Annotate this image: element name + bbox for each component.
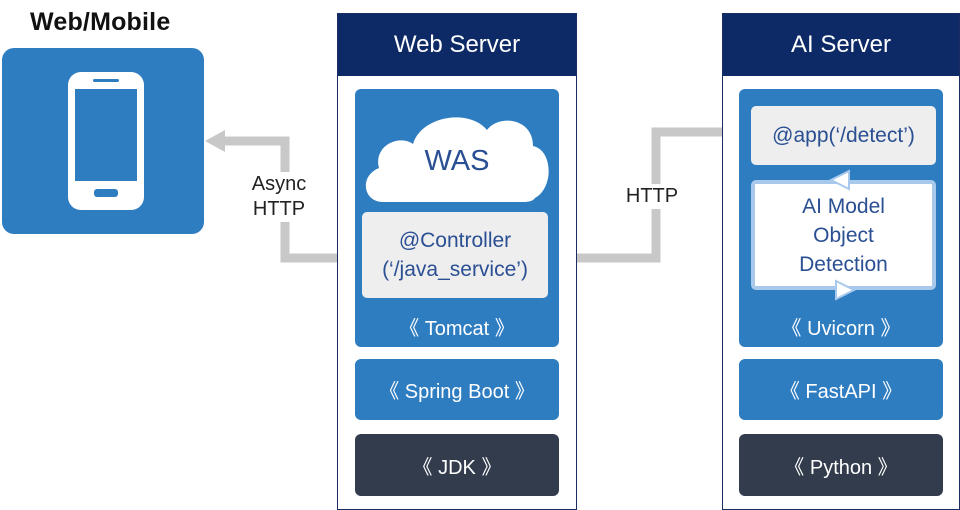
controller-line: @Controller: [398, 229, 512, 252]
model-line: Detection: [799, 252, 888, 276]
python-box: 《 Python 》: [739, 434, 943, 496]
triangle-left-icon: [828, 169, 850, 191]
model-line: AI Model: [802, 194, 885, 218]
client-card: [2, 48, 204, 234]
mobile-phone-icon: [68, 72, 144, 210]
was-cloud: [365, 117, 549, 202]
cloud-icon: [365, 117, 549, 202]
spring-boot-box: 《 Spring Boot 》: [355, 359, 559, 420]
detect-endpoint-box: @app(‘/detect’): [751, 106, 936, 165]
async-http-label: Async HTTP: [240, 172, 318, 222]
triangle-right-icon: [835, 279, 857, 301]
arrowhead-left: [205, 130, 225, 152]
fastapi-box: 《 FastAPI 》: [739, 359, 943, 420]
tomcat-label: 《 Tomcat 》: [399, 317, 515, 340]
edge-label-line: Async: [251, 173, 307, 195]
jdk-box: 《 JDK 》: [355, 434, 559, 496]
edge-label-line: HTTP: [252, 198, 306, 220]
controller-box: @Controller (‘/java_service’): [362, 212, 548, 298]
web-server-title: Web Server: [338, 14, 576, 76]
http-label: HTTP: [614, 184, 690, 209]
ai-model-box: AI Model Object Detection: [751, 180, 936, 290]
ai-server-title: AI Server: [723, 14, 959, 76]
was-label: WAS: [424, 144, 490, 177]
client-title: Web/Mobile: [30, 8, 171, 36]
model-line: Object: [813, 223, 874, 247]
model-flow-arrows: [828, 169, 857, 301]
controller-line: (‘/java_service’): [382, 258, 528, 281]
uvicorn-label: 《 Uvicorn 》: [781, 317, 901, 340]
